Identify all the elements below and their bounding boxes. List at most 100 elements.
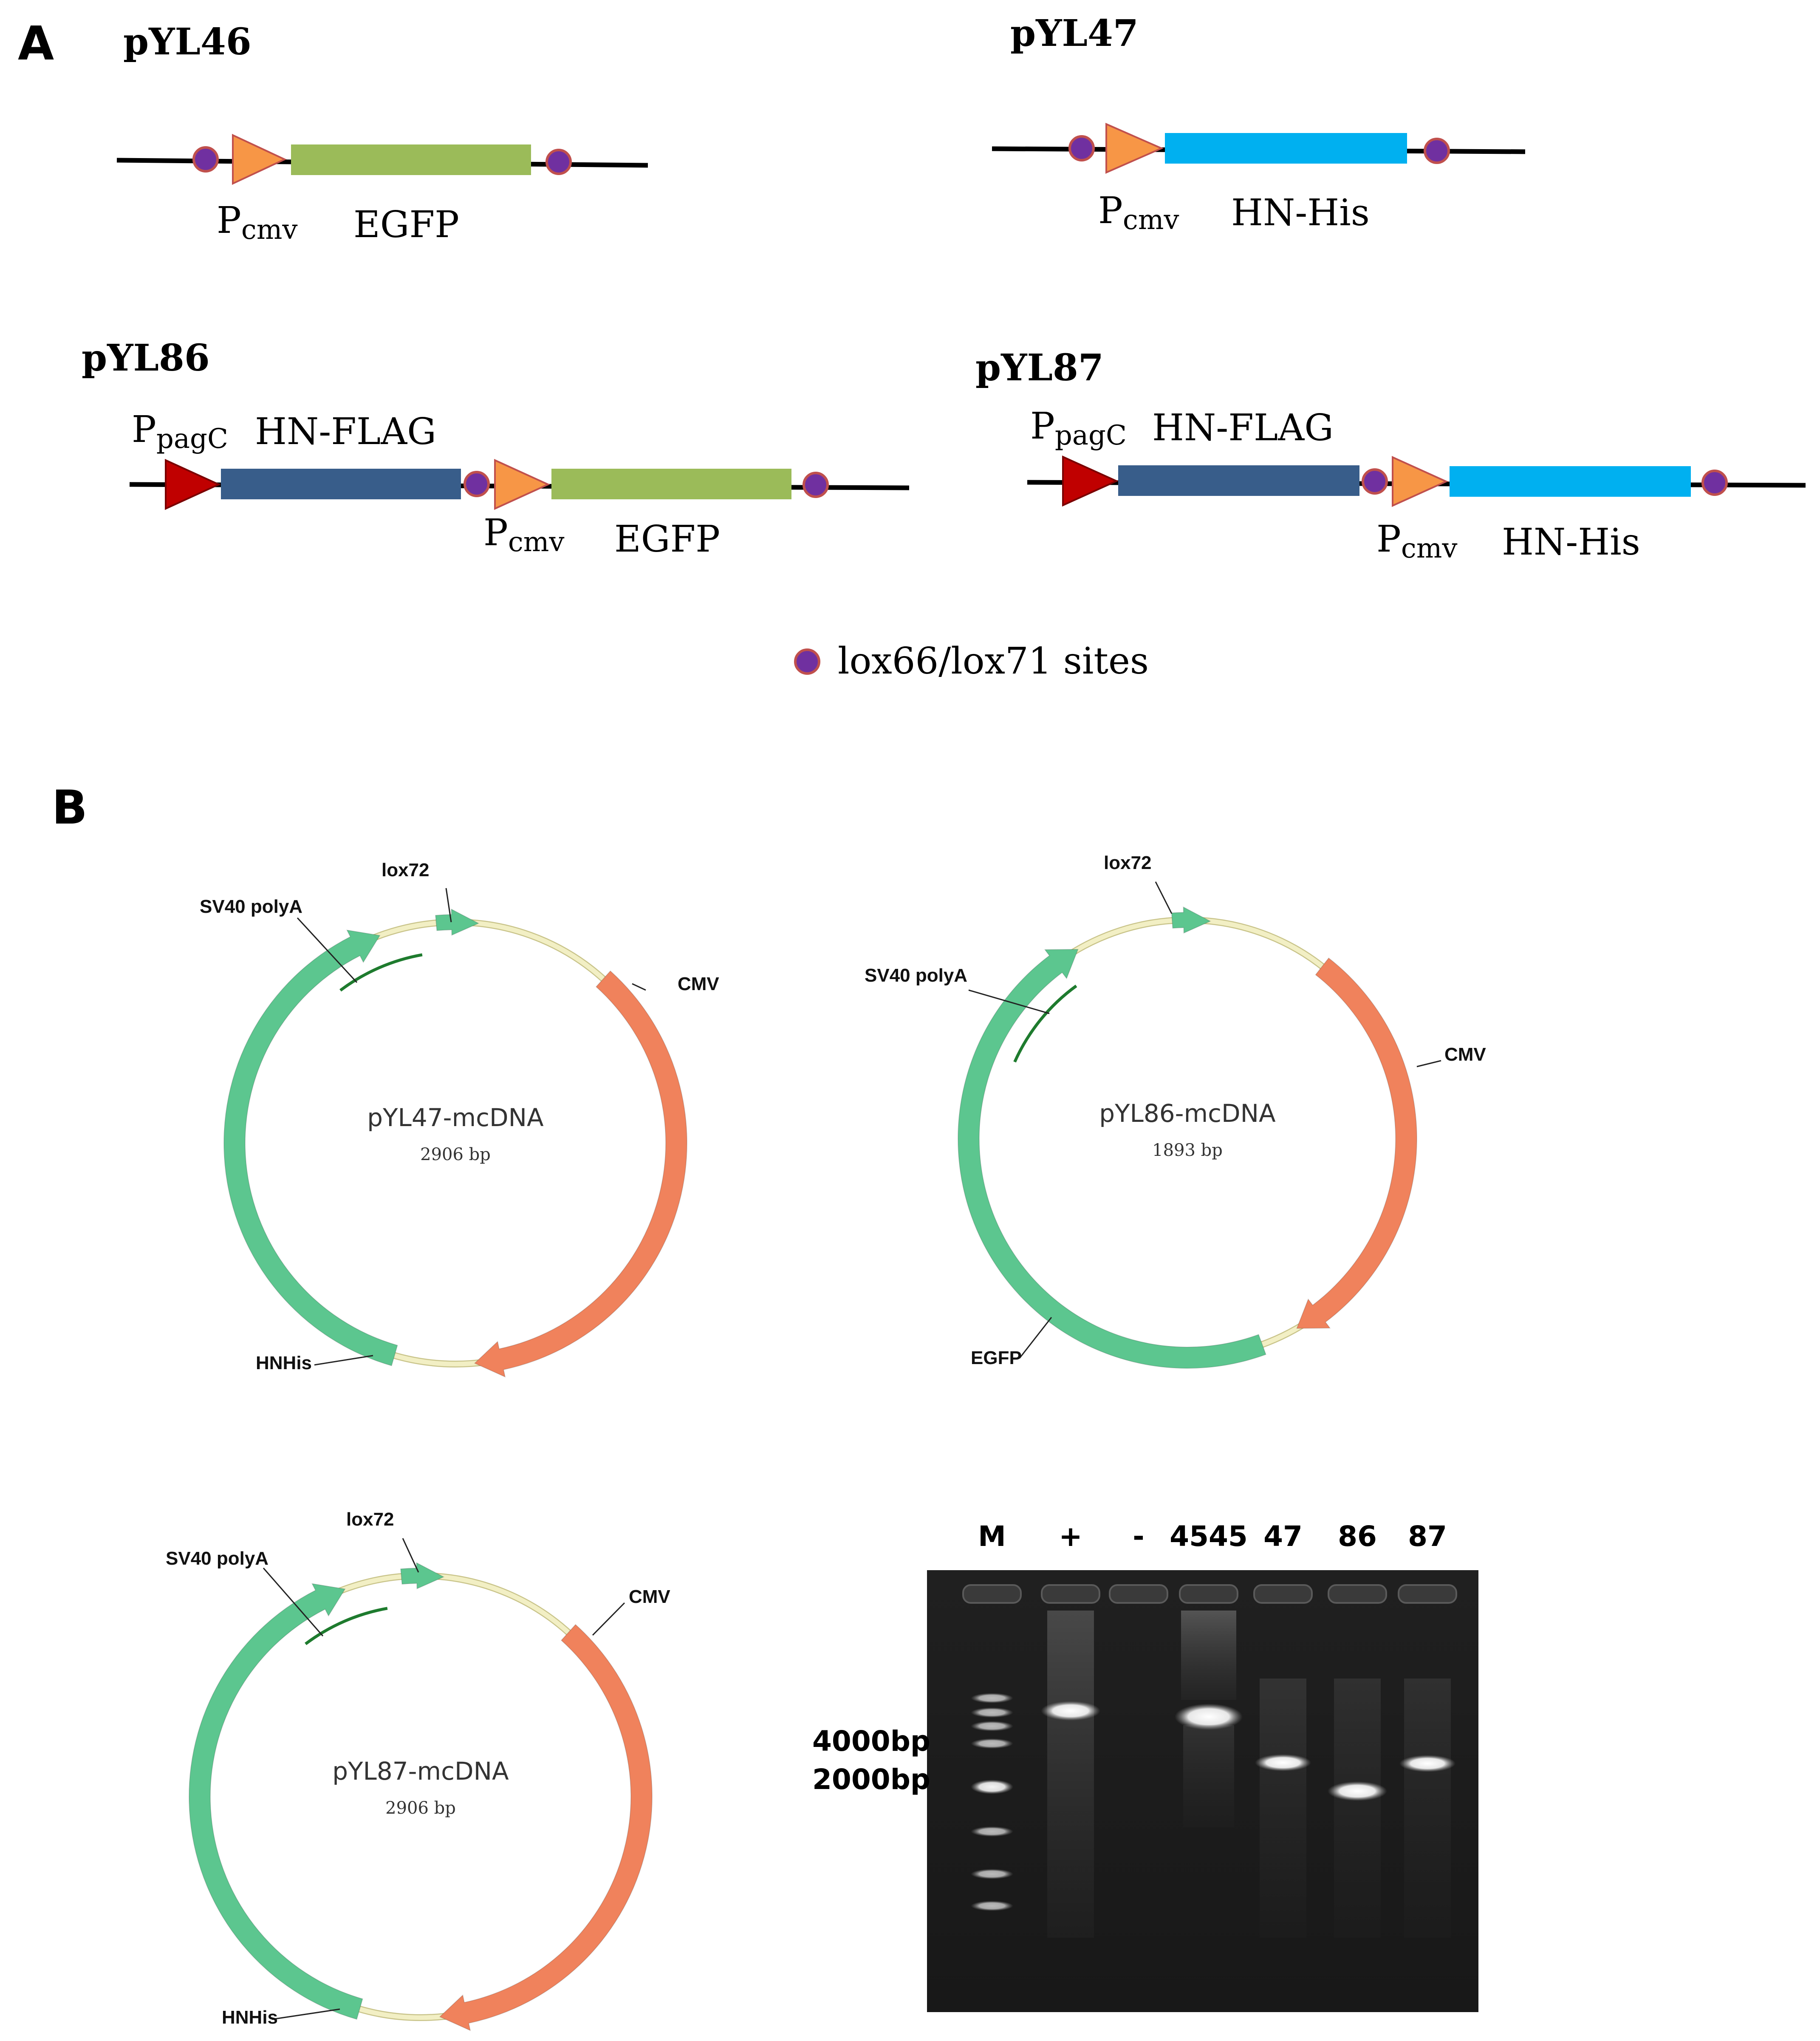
legend-lox-symbol — [794, 648, 820, 675]
construct-name: pYL47 — [1010, 12, 1139, 55]
gene-label: HNHis — [222, 2007, 278, 2028]
lox72-label-leader — [1155, 881, 1173, 914]
first-gene-label: HN-FLAG — [1152, 407, 1334, 449]
lox-site — [1701, 470, 1728, 496]
sv40-polya-label-leader — [297, 917, 358, 983]
gene-label-leader — [1019, 1317, 1052, 1359]
lox-site — [1424, 138, 1450, 164]
gene-label: EGFP — [971, 1347, 1022, 1368]
gene-label: HN-His — [1231, 192, 1370, 234]
promoter-label: Pcmv — [1098, 190, 1179, 236]
mcdna-band — [1328, 1781, 1387, 1801]
gene-label: EGFP — [614, 518, 720, 560]
lane-smear — [1047, 1611, 1094, 1938]
egfp-gene-bar — [291, 144, 531, 175]
sv40-polya-feature — [1013, 985, 1077, 1063]
gene-feature-arc — [189, 1583, 363, 2020]
lox72-feature-arrow — [1171, 906, 1212, 934]
lox72-feature-arrow — [400, 1562, 445, 1590]
gel-lane-label: - — [1133, 1520, 1144, 1553]
gene-feature-arc — [958, 948, 1266, 1369]
lane-smear — [1404, 1679, 1451, 1938]
gel-well — [1328, 1584, 1387, 1604]
hn-his-gene-bar — [1165, 133, 1407, 164]
gel-lane-label: 87 — [1408, 1520, 1447, 1553]
gel-lane-label: 4545 — [1170, 1520, 1248, 1553]
hn-flag-gene-bar — [221, 469, 461, 499]
sv40-polya-feature — [305, 1607, 388, 1645]
panel-b-letter: B — [52, 780, 88, 835]
sv40-polya-feature — [339, 953, 423, 992]
plasmid-size: 2906 bp — [420, 1145, 491, 1164]
sv40-polya-label: SV40 polyA — [200, 896, 302, 917]
cmv-feature-arc — [439, 1624, 653, 2031]
pagc-promoter-arrow — [165, 459, 221, 510]
ladder-band — [971, 1780, 1013, 1794]
pagc-promoter-arrow — [1062, 455, 1119, 507]
gel-well — [1109, 1584, 1168, 1604]
gene-label: HN-His — [1502, 521, 1640, 563]
panel-a-letter: A — [18, 16, 54, 71]
plasmid-name: pYL87-mcDNA — [332, 1757, 509, 1786]
cmv-promoter-arrow — [494, 459, 550, 510]
promoter-label: Pcmv — [1376, 518, 1458, 564]
gel-bands — [971, 1611, 1455, 1938]
gene-feature-arc — [223, 929, 398, 1367]
lox72-feature-arrow — [435, 908, 480, 936]
cmv-feature-arc — [474, 970, 687, 1378]
lox72-label: lox72 — [1104, 852, 1152, 873]
ladder-band — [971, 1693, 1013, 1703]
gene-label: EGFP — [353, 204, 459, 246]
sv40-polya-label-leader — [968, 989, 1050, 1014]
lox72-label-leader — [445, 888, 452, 923]
cmv-label: CMV — [629, 1586, 670, 1607]
lox-site — [463, 471, 490, 497]
gel-wells — [962, 1584, 1457, 1604]
gene-label-leader — [314, 1355, 373, 1366]
gel-well — [1398, 1584, 1457, 1604]
lox-site — [545, 149, 572, 175]
cmv-feature-arc — [1296, 957, 1417, 1329]
construct-name: pYL86 — [82, 337, 210, 379]
ladder-band — [971, 1707, 1013, 1718]
mcdna-band — [1255, 1754, 1311, 1771]
promoter-label: Pcmv — [483, 512, 565, 558]
legend: lox66/lox71 sites — [794, 640, 1149, 682]
plasmid-band — [1175, 1704, 1243, 1730]
plasmid-name: pYL86-mcDNA — [1099, 1099, 1276, 1128]
gel-lane-label: 47 — [1263, 1520, 1303, 1553]
construct-pyl46: pYL46 Pcmv EGFP — [116, 20, 648, 246]
sv40-polya-label-leader — [263, 1568, 324, 1636]
lane-smear — [1334, 1679, 1381, 1938]
lox72-label-leader — [402, 1538, 419, 1573]
gel-size-label-4000: 4000bp — [812, 1725, 930, 1758]
gene-label-leader — [271, 2008, 340, 2020]
sv40-polya-label: SV40 polyA — [166, 1548, 268, 1569]
sv40-polya-label: SV40 polyA — [865, 965, 967, 986]
gel-size-label-2000: 2000bp — [812, 1763, 930, 1796]
cmv-label: CMV — [678, 974, 719, 994]
plasmid-band — [1041, 1701, 1100, 1721]
gel-well — [1041, 1584, 1100, 1604]
gel-lane-label: M — [978, 1520, 1006, 1553]
ladder-band — [971, 1826, 1013, 1837]
ladder-band — [971, 1869, 1013, 1879]
gel-well — [962, 1584, 1022, 1604]
plasmid-size: 2906 bp — [385, 1798, 456, 1818]
cmv-label-leader — [1416, 1060, 1441, 1067]
plasmid-size: 1893 bp — [1152, 1141, 1223, 1160]
construct-pyl87: pYL87 PpagC HN-FLAG Pcmv HN-His — [975, 346, 1806, 564]
egfp-gene-bar — [551, 469, 791, 499]
construct-name: pYL46 — [123, 20, 252, 63]
lox72-label: lox72 — [346, 1509, 394, 1530]
panel-a: A pYL46 Pcmv EGFP pYL47 Pcmv HN-His pYL8… — [18, 12, 1806, 682]
plasmid-name: pYL47-mcDNA — [367, 1103, 544, 1132]
hn-flag-gene-bar — [1118, 465, 1359, 496]
gel-lane-label: 86 — [1338, 1520, 1377, 1553]
cmv-promoter-arrow — [232, 133, 287, 185]
